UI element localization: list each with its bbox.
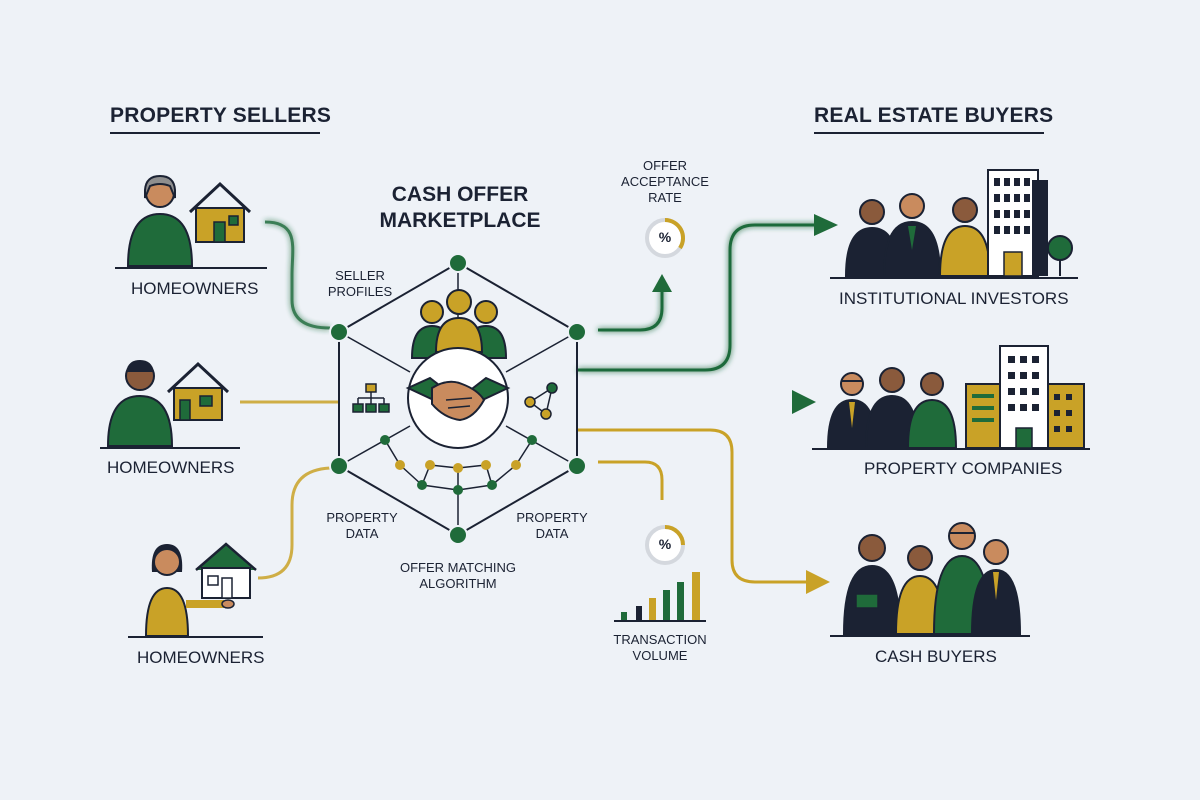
org-chart-icon — [352, 383, 390, 413]
property-data-left-line-1: PROPERTY — [326, 510, 398, 525]
seller-label-3: HOMEOWNERS — [137, 648, 265, 667]
transaction-volume-label: TRANSACTION VOLUME — [600, 632, 720, 664]
handshake-icon — [405, 347, 511, 449]
buyer-label-companies: PROPERTY COMPANIES — [864, 459, 1063, 478]
homeowner-person-icon-3 — [144, 544, 235, 637]
seller-profiles-label: SELLER PROFILES — [310, 268, 410, 300]
seller-profiles-line-2: PROFILES — [327, 284, 393, 299]
volume-line-1: TRANSACTION — [613, 632, 707, 647]
connector-volume — [598, 460, 664, 500]
house-icon-1 — [188, 181, 252, 243]
property-companies-people-icon — [826, 367, 958, 449]
homeowner-person-icon-1 — [126, 174, 194, 267]
property-data-right-line-2: DATA — [535, 526, 569, 541]
property-data-right-line-1: PROPERTY — [516, 510, 588, 525]
sellers-heading: PROPERTY SELLERS — [110, 104, 332, 127]
tree-icon — [1047, 235, 1073, 276]
arrow-cash — [806, 570, 830, 594]
connector-to-acceptance — [598, 285, 664, 332]
acceptance-line-1: OFFER — [642, 158, 688, 173]
office-building-icon-1 — [987, 169, 1048, 277]
ground-line-buyer-1 — [830, 277, 1078, 279]
volume-percent-symbol: % — [658, 536, 672, 552]
homeowner-person-icon-2 — [106, 360, 174, 447]
acceptance-gauge-icon — [645, 217, 686, 258]
acceptance-percent-symbol: % — [658, 229, 672, 245]
hub-vertices — [329, 253, 587, 545]
ground-line-seller-3 — [128, 636, 263, 638]
ground-line-buyer-2 — [812, 448, 1090, 450]
buyer-label-cash: CASH BUYERS — [875, 647, 997, 666]
office-building-icon-2 — [965, 345, 1085, 449]
hub-title-line-2: MARKETPLACE — [379, 209, 541, 232]
arrow-companies — [792, 390, 816, 414]
algorithm-label: OFFER MATCHING ALGORITHM — [388, 560, 528, 592]
algorithm-line-2: ALGORITHM — [419, 576, 497, 591]
arrow-institutional — [814, 214, 838, 236]
seller-label-1: HOMEOWNERS — [131, 279, 259, 298]
volume-gauge-icon — [645, 525, 685, 565]
cash-buyers-people-icon — [842, 522, 1022, 635]
algorithm-nodes — [380, 435, 537, 495]
hub-title-line-1: CASH OFFER — [391, 183, 529, 206]
house-icon-3 — [195, 542, 257, 599]
connector-seller-3 — [257, 466, 331, 580]
sellers-heading-underline — [110, 132, 320, 134]
ground-line-seller-1 — [115, 267, 267, 269]
transaction-volume-bars — [621, 572, 700, 620]
connector-seller-1 — [264, 220, 331, 330]
ground-line-seller-2 — [100, 447, 240, 449]
acceptance-line-2: ACCEPTANCE — [621, 174, 709, 189]
arrow-acceptance — [652, 274, 672, 292]
volume-line-2: VOLUME — [632, 648, 688, 663]
volume-baseline — [614, 620, 706, 622]
hub-title: CASH OFFER MARKETPLACE — [360, 182, 560, 234]
property-data-left-line-2: DATA — [345, 526, 379, 541]
property-data-left-label: PROPERTY DATA — [312, 510, 412, 542]
buyer-label-institutional: INSTITUTIONAL INVESTORS — [839, 289, 1069, 308]
house-icon-2 — [166, 361, 230, 421]
acceptance-line-3: RATE — [648, 190, 682, 205]
algorithm-line-1: OFFER MATCHING — [399, 560, 517, 575]
connector-institutional — [578, 223, 820, 372]
connector-cash — [578, 428, 810, 584]
buyers-heading: REAL ESTATE BUYERS — [814, 104, 1054, 127]
ground-line-buyer-3 — [830, 635, 1030, 637]
institutional-investors-people-icon — [844, 193, 992, 277]
seller-label-2: HOMEOWNERS — [107, 458, 235, 477]
network-icon — [524, 382, 558, 420]
buyers-heading-underline — [814, 132, 1044, 134]
property-data-right-label: PROPERTY DATA — [502, 510, 602, 542]
acceptance-rate-label: OFFER ACCEPTANCE RATE — [605, 158, 725, 206]
seller-profiles-line-1: SELLER — [335, 268, 385, 283]
